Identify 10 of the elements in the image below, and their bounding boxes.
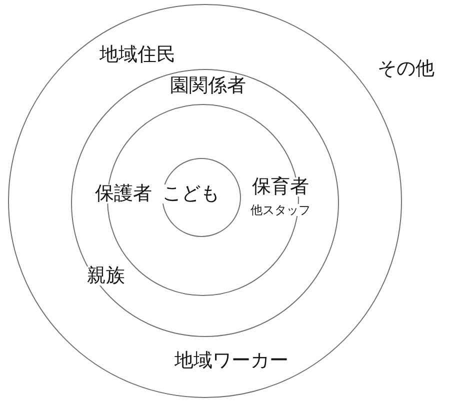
group-label: 園関係者 [169, 76, 247, 96]
group-label: 保育者 [251, 177, 310, 196]
group-label: 親族 [86, 266, 126, 286]
circle [70, 68, 338, 336]
group-label: 地域ワーカー [174, 351, 290, 370]
circle [162, 158, 240, 236]
group-label: 保護者 [94, 184, 153, 203]
group-label: 他スタッフ [250, 204, 312, 216]
group-label: その他 [376, 60, 436, 78]
group-label: 地域住民 [98, 45, 176, 64]
